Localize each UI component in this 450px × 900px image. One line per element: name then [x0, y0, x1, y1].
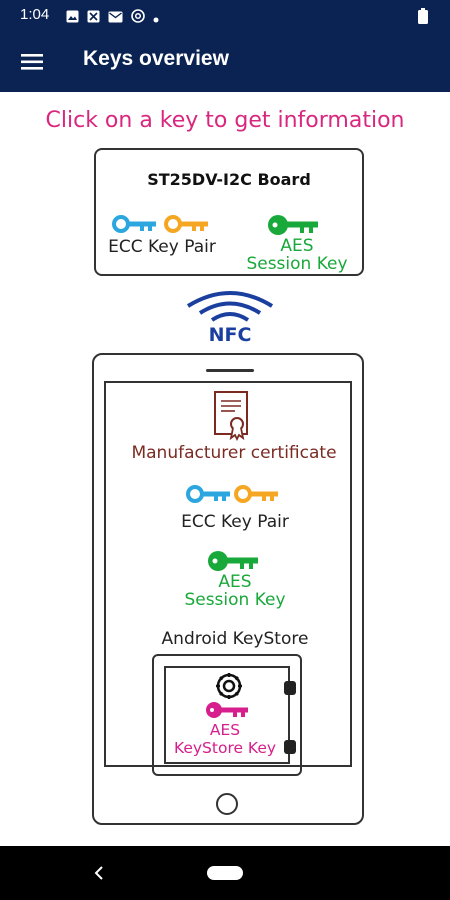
phone-screen	[104, 381, 352, 767]
board-aes-label: AES Session Key	[246, 236, 348, 274]
board-ecc-label: ECC Key Pair	[108, 237, 216, 257]
certificate-icon[interactable]	[213, 390, 251, 446]
phone-aes-label: AES Session Key	[184, 572, 286, 610]
keystore-title: Android KeyStore	[161, 629, 309, 649]
phone-ecc-private-key-icon[interactable]	[234, 484, 280, 508]
battery-icon	[418, 8, 428, 28]
mail-icon	[108, 8, 123, 27]
home-pill-button[interactable]	[207, 866, 243, 880]
status-time: 1:04	[20, 6, 50, 23]
nfc-indicator: NFC	[180, 288, 280, 348]
back-icon[interactable]	[90, 864, 108, 882]
board-title: ST25DV-I2C Board	[147, 170, 311, 189]
image-icon	[66, 8, 79, 27]
page-title: Keys overview	[83, 47, 229, 70]
nfc-label: NFC	[208, 324, 252, 346]
phone-illustration	[92, 353, 364, 825]
board-ecc-private-key-icon[interactable]	[164, 214, 210, 238]
hamburger-menu-icon[interactable]	[20, 49, 46, 75]
gallery-icon	[87, 8, 100, 27]
safe-hinge-top	[284, 681, 296, 695]
dot-icon	[153, 8, 159, 27]
keystore-safe-door	[164, 666, 290, 764]
system-navigation-bar	[0, 846, 450, 900]
phone-aes-key-icon[interactable]	[208, 550, 260, 576]
keystore-key-label: AES KeyStore Key	[173, 721, 277, 757]
phone-ecc-public-key-icon[interactable]	[186, 484, 232, 508]
status-icons	[66, 8, 159, 27]
at-sign-icon	[131, 8, 145, 27]
keystore-safe	[152, 654, 302, 776]
certificate-label: Manufacturer certificate	[131, 443, 337, 463]
app-bar: Keys overview	[0, 32, 450, 92]
phone-home-button-icon	[216, 793, 238, 815]
phone-ecc-label: ECC Key Pair	[181, 512, 289, 532]
st25dv-board: ST25DV-I2C Board ECC Key Pair AES Sessio…	[94, 148, 364, 276]
board-aes-key-icon[interactable]	[268, 214, 320, 240]
board-ecc-public-key-icon[interactable]	[112, 214, 158, 238]
safe-hinge-bottom	[284, 740, 296, 754]
status-bar: 1:04	[0, 0, 450, 32]
keystore-key-icon[interactable]	[206, 701, 250, 723]
instruction-text: Click on a key to get information	[45, 108, 405, 133]
phone-speaker	[206, 369, 254, 372]
nfc-waves-icon	[186, 291, 274, 322]
safe-dial-icon	[215, 672, 243, 704]
